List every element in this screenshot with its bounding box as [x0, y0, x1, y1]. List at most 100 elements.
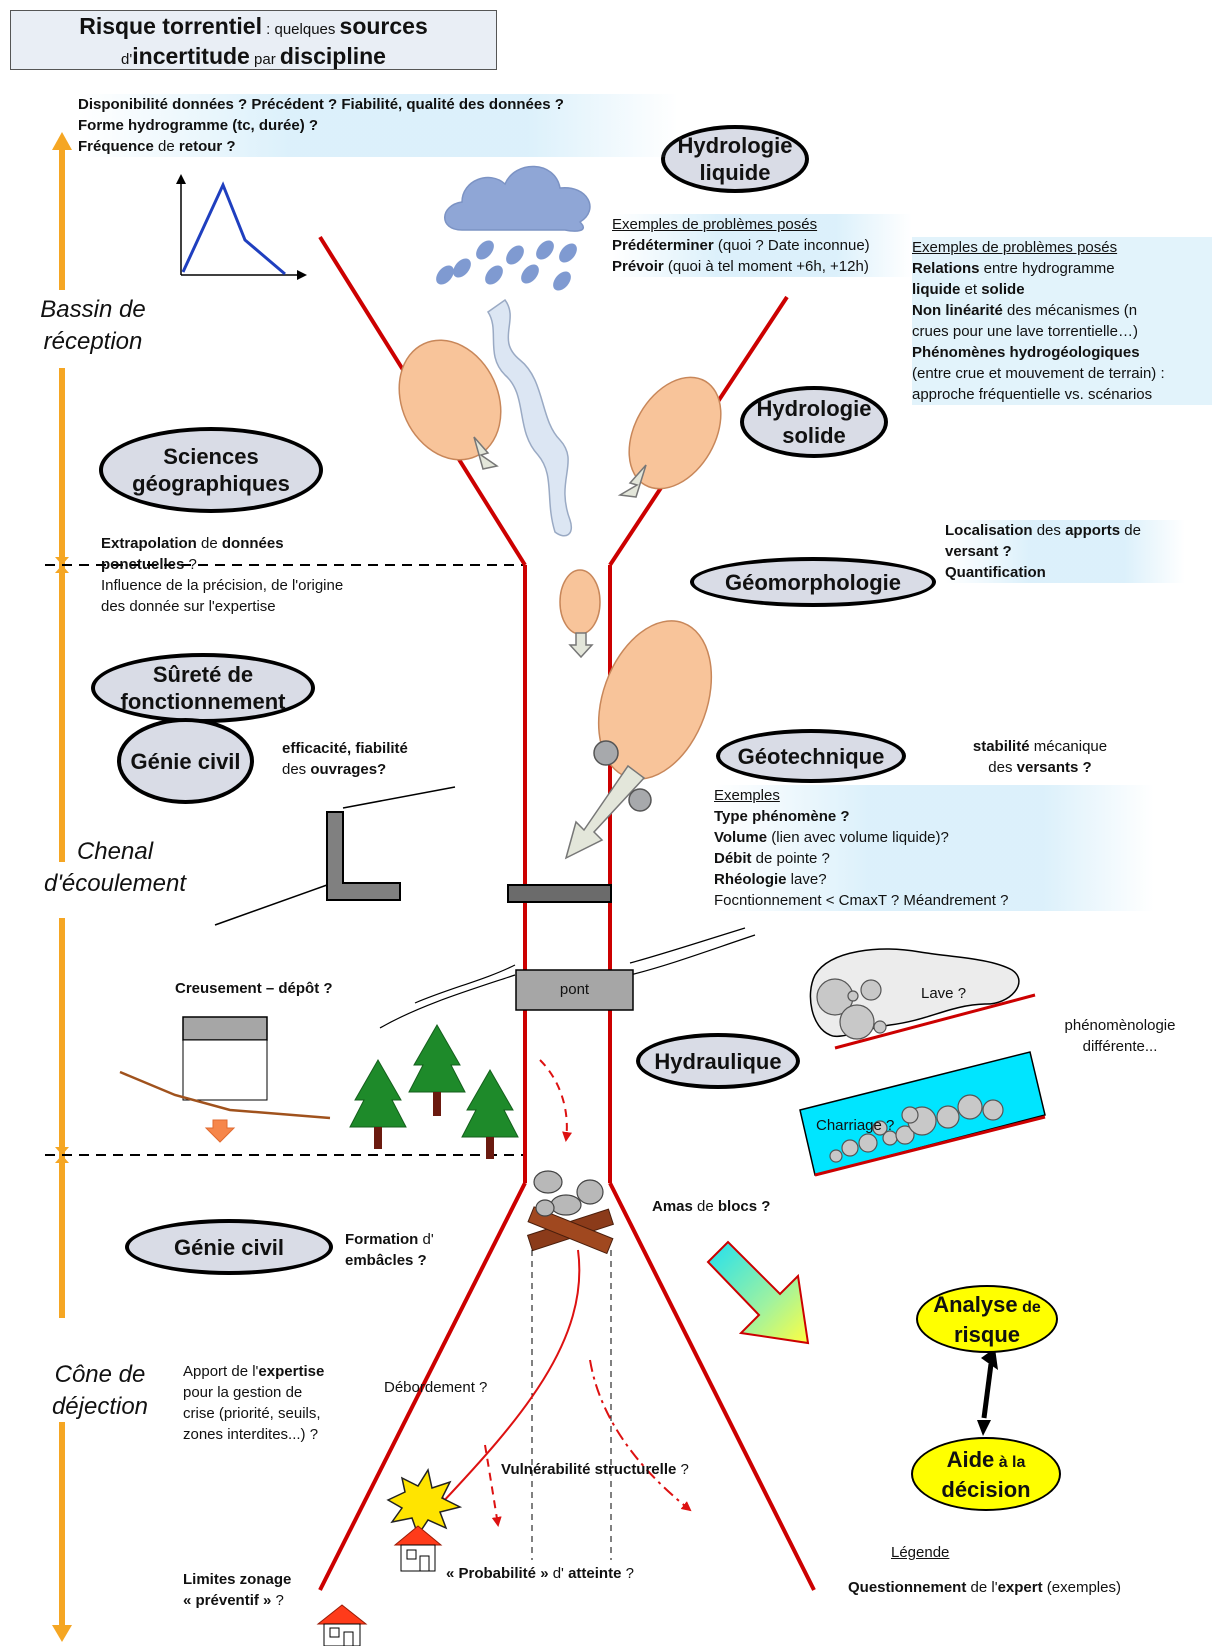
- question-word: des: [282, 761, 310, 778]
- note-line: zones interdites...) ?: [183, 1424, 373, 1445]
- example-line: Phénomènes hydrogéologiques: [912, 342, 1212, 363]
- rain-cloud-icon: [433, 166, 590, 293]
- question-word: « Probabilité »: [446, 1565, 549, 1582]
- question-word: retour ?: [179, 138, 236, 155]
- bedload-icon: [800, 1052, 1045, 1175]
- example-word: Volume: [714, 829, 767, 846]
- question-word: ?: [621, 1565, 634, 1582]
- example-word: entre hydrogramme: [980, 260, 1115, 277]
- zone-line: d'écoulement: [15, 868, 215, 900]
- title-part: par: [250, 51, 280, 68]
- question-word: Extrapolation: [101, 535, 197, 552]
- question-word: Vulnérabilité structurelle: [501, 1461, 676, 1478]
- geotechnique-examples: Exemples Type phénomène ? Volume (lien a…: [714, 785, 1154, 911]
- zone-line: Cône de: [30, 1359, 170, 1391]
- example-word: et: [960, 281, 981, 298]
- oval-line: solide: [757, 422, 872, 449]
- question-word: blocs ?: [718, 1198, 771, 1215]
- hydrograph-chart: [181, 176, 305, 275]
- node-word: risque: [933, 1321, 1041, 1348]
- question-word: de: [197, 535, 222, 552]
- vulnerability-question: Vulnérabilité structurelle ?: [501, 1459, 689, 1480]
- question-word: ?: [271, 1592, 284, 1609]
- title-part: d': [121, 51, 132, 68]
- zone-line: déjection: [30, 1391, 170, 1423]
- question-word: de: [1120, 522, 1141, 539]
- lave-label: Lave ?: [921, 983, 966, 1004]
- example-word: de pointe ?: [752, 850, 830, 867]
- title-part: incertitude: [132, 43, 250, 69]
- oval-line: Géotechnique: [738, 743, 885, 770]
- examples-heading: Exemples de problèmes posés: [912, 237, 1212, 258]
- oval-line: Génie civil: [130, 748, 240, 775]
- discipline-genie-civil-embacles: Génie civil: [125, 1219, 333, 1275]
- title-part: discipline: [280, 43, 386, 69]
- oval-line: Hydrologie: [678, 132, 793, 159]
- question-word: apports: [1065, 522, 1120, 539]
- double-arrow-icon: [977, 1348, 998, 1436]
- block-jam-question: Amas de blocs ?: [652, 1196, 770, 1217]
- title-part: sources: [340, 13, 428, 39]
- example-word: (lien avec volume liquide)?: [767, 829, 949, 846]
- zone-label-bassin: Bassin de réception: [18, 294, 168, 358]
- flow-path: [540, 1060, 567, 1140]
- question-word: atteinte: [568, 1565, 621, 1582]
- question-word: des: [1033, 522, 1066, 539]
- question-line: efficacité, fiabilité: [282, 738, 462, 759]
- example-word: liquide: [912, 281, 960, 298]
- question-word: ouvrages?: [310, 761, 386, 778]
- oval-line: Hydrologie: [757, 395, 872, 422]
- note-line: pour la gestion de: [183, 1382, 373, 1403]
- examples-heading: Exemples: [714, 785, 1154, 806]
- zone-line: Bassin de: [18, 294, 168, 326]
- question-word: ?: [676, 1461, 689, 1478]
- retaining-wall: [215, 787, 455, 925]
- oval-line: Hydraulique: [654, 1048, 781, 1075]
- question-word: d': [549, 1565, 569, 1582]
- example-word: Prévoir: [612, 258, 664, 275]
- discipline-hydraulique: Hydraulique: [636, 1033, 800, 1089]
- oval-line: fonctionnement: [121, 688, 286, 715]
- zone-label-chenal: Chenal d'écoulement: [15, 836, 215, 900]
- phenomenology-note: phénomènologie différente...: [1055, 1015, 1185, 1057]
- oval-line: liquide: [678, 159, 793, 186]
- example-word: lave?: [787, 871, 827, 888]
- house-icon: [395, 1526, 441, 1571]
- question-word: Formation: [345, 1231, 418, 1248]
- embacle-question: Formation d' embâcles ?: [345, 1229, 434, 1271]
- note-word: Apport de l': [183, 1363, 258, 1380]
- question-word: stabilité: [973, 738, 1030, 755]
- example-word: Non linéarité: [912, 302, 1003, 319]
- bridge-label: pont: [516, 979, 633, 1000]
- expertise-note: Apport de l'expertise pour la gestion de…: [183, 1361, 373, 1445]
- oval-line: Génie civil: [174, 1234, 284, 1261]
- example-word: Prédéterminer: [612, 237, 714, 254]
- question-line: Influence de la précision, de l'origine: [101, 575, 421, 596]
- discipline-geomorphologie: Géomorphologie: [690, 557, 936, 607]
- erosion-diagram: [120, 1017, 330, 1142]
- erosion-label: Creusement – dépôt ?: [175, 978, 333, 999]
- sediment-deposits: [380, 324, 739, 795]
- legend-word: de l': [966, 1579, 997, 1596]
- zone-line: Chenal: [15, 836, 215, 868]
- oval-line: Géomorphologie: [725, 569, 901, 596]
- legend-word: (exemples): [1043, 1579, 1121, 1596]
- example-word: Relations: [912, 260, 980, 277]
- legend-heading: Légende: [891, 1542, 949, 1563]
- oval-line: Sûreté de: [121, 661, 286, 688]
- example-line: Type phénomène ?: [714, 806, 1154, 827]
- zone-line: réception: [18, 326, 168, 358]
- note-line: différente...: [1055, 1036, 1185, 1057]
- example-line: approche fréquentielle vs. scénarios: [912, 384, 1212, 405]
- reach-probability-question: « Probabilité » d' atteinte ?: [446, 1563, 634, 1584]
- trees-icon: [350, 1025, 518, 1159]
- hydrology-questions: Disponibilité données ? Précédent ? Fiab…: [78, 94, 678, 157]
- example-word: Rhéologie: [714, 871, 787, 888]
- house-icon: [318, 1605, 366, 1646]
- example-word: (quoi à tel moment +6h, +12h): [664, 258, 869, 275]
- example-line: Focntionnement < CmaxT ? Méandrement ?: [714, 890, 1154, 911]
- example-word: Débit: [714, 850, 752, 867]
